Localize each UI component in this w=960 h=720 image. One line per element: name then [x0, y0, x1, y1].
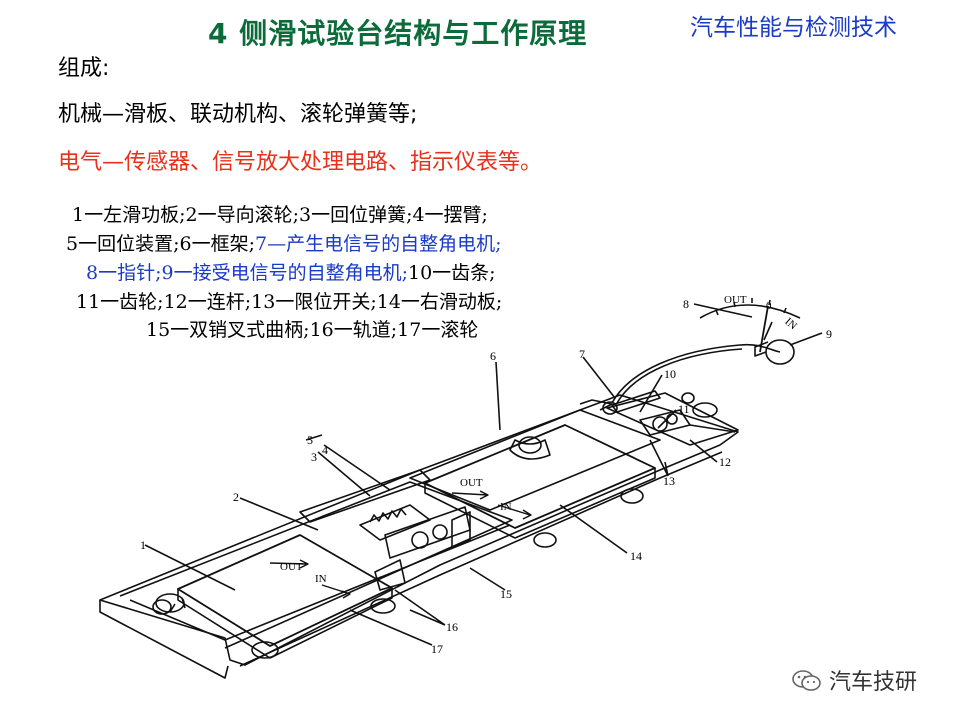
label-out-right: OUT [460, 477, 483, 489]
label-out-left: OUT [280, 561, 303, 573]
legend-line-2-black: 5一回位装置;6一框架; [66, 233, 255, 255]
frame-outline [99, 394, 739, 666]
legend-line-2-blue: 7—产生电信号的自整角电机; [254, 233, 502, 255]
gauge-scale [699, 304, 801, 319]
label-in-left: IN [315, 573, 327, 585]
legend-line-3-blue: 8一指针;9一接受电信号的自整角电机; [86, 262, 408, 284]
legend-line-2: 5一回位装置;6一框架;7—产生电信号的自整角电机; [66, 229, 501, 256]
label-17: 17 [431, 642, 443, 656]
gauge-needle [759, 305, 769, 353]
label-14: 14 [630, 549, 642, 563]
legend-line-5: 15一双销叉式曲柄;16一轨道;17一滚轮 [146, 319, 479, 341]
mechanical-parts: 机械—滑板、联动机构、滚轮弹簧等; [58, 102, 418, 127]
gauge-zero-label: 0 [766, 300, 772, 312]
label-5: 5 [307, 433, 313, 447]
course-title: 汽车性能与检测技术 [690, 15, 897, 41]
label-4: 4 [322, 443, 328, 457]
label-3: 3 [311, 450, 317, 464]
label-11: 11 [678, 402, 690, 416]
legend-line-1: 1一左滑功板;2一导向滚轮;3一回位弹簧;4一摆臂; [72, 204, 488, 226]
composition-heading: 组成: [58, 56, 110, 81]
label-16: 16 [446, 620, 458, 634]
label-2: 2 [233, 490, 239, 504]
label-7: 7 [579, 347, 585, 361]
label-12: 12 [719, 455, 731, 469]
wechat-icon [792, 670, 822, 692]
label-8: 8 [683, 297, 689, 311]
gauge-in-label: IN [782, 316, 799, 333]
label-6: 6 [490, 349, 496, 363]
watermark: 汽车技研 [792, 664, 917, 696]
label-15: 15 [500, 587, 512, 601]
label-13: 13 [663, 474, 675, 488]
label-in-right: IN [500, 501, 512, 513]
gauge-out-label: OUT [724, 294, 747, 306]
label-1: 1 [140, 538, 146, 552]
left-slide-plate [177, 534, 393, 647]
legend-line-3: 8一指针;9一接受电信号的自整角电机;10一齿条; [86, 258, 496, 285]
legend-line-4: 11一齿轮;12一连杆;13一限位开关;14一右滑动板; [76, 291, 503, 313]
label-10: 10 [664, 367, 676, 381]
legend-line-3-black: 10一齿条; [407, 262, 496, 284]
watermark-text: 汽车技研 [829, 670, 918, 695]
label-9: 9 [826, 327, 832, 341]
page-title: 4 侧滑试验台结构与工作原理 [208, 17, 588, 50]
electrical-parts: 电气—传感器、信号放大处理电路、指示仪表等。 [58, 150, 543, 175]
